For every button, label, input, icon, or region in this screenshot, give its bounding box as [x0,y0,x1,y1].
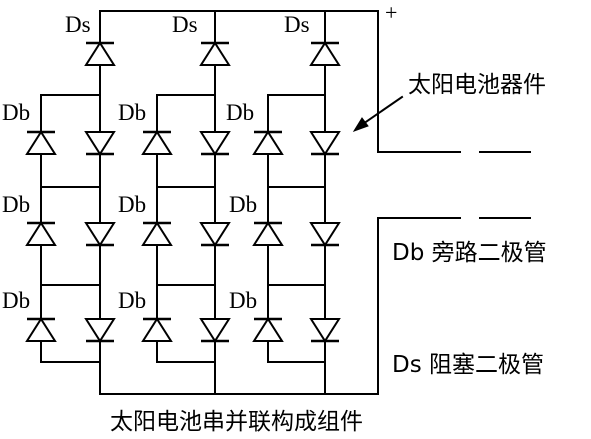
db-label-r3c3: Db [229,288,257,313]
solar-cell-r3c1 [84,318,116,343]
db-label-r2c3: Db [229,192,257,217]
bypass-diode-r2c3-triangle [252,221,284,246]
solar-cell-r3c3-triangle [309,318,341,343]
solar-cell-r2c2 [199,222,231,247]
solar-cell-r2c3-triangle [309,222,341,247]
blocking-diode-3-triangle [309,41,341,66]
solar-cell-r2c1 [84,222,116,247]
solar-cell-r2c1-triangle [84,222,116,247]
bottom-bus [99,217,461,395]
bypass-diode-r2c3 [252,221,284,246]
cell-pointer-arrowhead [352,117,369,132]
bypass-diode-r2c2 [141,221,173,246]
bypass-diode-r3c3 [252,317,284,342]
top-bus [99,10,461,153]
bypass-diode-r3c2-triangle [141,317,173,342]
bypass-diode-r3c3-triangle [252,317,284,342]
blocking-annotation: Ds 阻塞二极管 [392,352,544,378]
bypass-diode-r1c2 [141,130,173,155]
db-label-r1c1: Db [2,100,30,125]
bypass-diode-r1c1 [25,130,57,155]
diodes [25,41,341,343]
bypass-diode-r1c3-triangle [252,130,284,155]
db-label-r3c2: Db [118,288,146,313]
solar-cell-r1c1 [84,131,116,156]
db-label-r3c1: Db [2,288,30,313]
solar-cell-r3c3 [309,318,341,343]
blocking-diode-2 [199,41,231,66]
bypass-diode-r3c2 [141,317,173,342]
ds-label-1: Ds [65,12,91,37]
cell-pointer-line [358,95,404,128]
blocking-diode-1-triangle [84,41,116,66]
bypass-diode-r1c2-triangle [141,130,173,155]
bypass-diode-r1c3 [252,130,284,155]
solar-cell-r2c2-triangle [199,222,231,247]
blocking-diode-2-triangle [199,41,231,66]
solar-cell-r3c1-triangle [84,318,116,343]
bypass-diode-r3c1-triangle [25,317,57,342]
ds-label-2: Ds [172,12,198,37]
solar-cell-r1c1-triangle [84,131,116,156]
bypass-diode-r2c1-triangle [25,221,57,246]
solar-cell-r3c2 [199,318,231,343]
wiring [40,10,531,395]
solar-cell-r1c3-triangle [309,131,341,156]
bypass-annotation: Db 旁路二极管 [392,240,547,266]
db-label-r2c2: Db [118,192,146,217]
db-label-r2c1: Db [2,192,30,217]
solar-cell-r1c3 [309,131,341,156]
cell-annotation: 太阳电池器件 [408,72,546,98]
db-label-r1c2: Db [118,100,146,125]
solar-cell-r3c2-triangle [199,318,231,343]
solar-cell-r1c2 [199,131,231,156]
bypass-diode-r1c1-triangle [25,130,57,155]
bypass-diode-r2c1 [25,221,57,246]
solar-cell-r2c3 [309,222,341,247]
positive-terminal-sign: + [385,0,397,25]
bypass-diode-r2c2-triangle [141,221,173,246]
figure-caption: 太阳电池串并联构成组件 [110,409,363,435]
ds-label-3: Ds [284,12,310,37]
blocking-diode-3 [309,41,341,66]
db-label-r1c3: Db [226,100,254,125]
blocking-diode-1 [84,41,116,66]
labels: Ds Ds Ds Db Db Db Db Db Db Db Db Db + 太阳… [2,0,547,435]
solar-cell-r1c2-triangle [199,131,231,156]
bypass-diode-r3c1 [25,317,57,342]
